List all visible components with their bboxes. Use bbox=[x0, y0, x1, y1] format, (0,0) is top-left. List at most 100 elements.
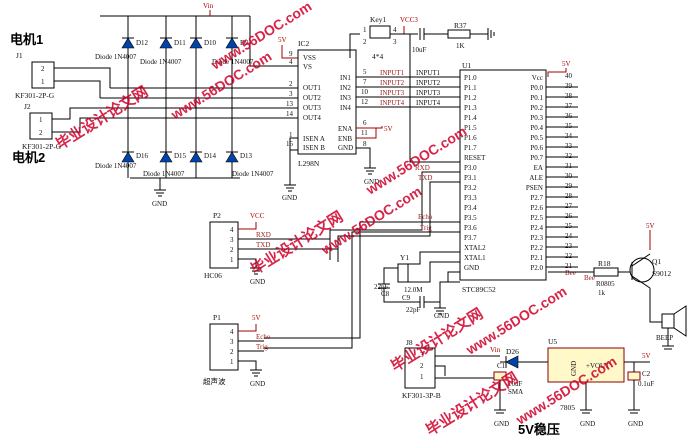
u1-right-pin: P0.3 bbox=[530, 114, 543, 122]
r18-resistor bbox=[593, 267, 619, 277]
svg-text:1: 1 bbox=[230, 256, 234, 264]
j2-ref: J2 bbox=[24, 102, 31, 111]
p2-ref: P2 bbox=[213, 211, 221, 220]
j2-connector bbox=[29, 112, 53, 140]
svg-text:9: 9 bbox=[289, 50, 293, 58]
svg-text:Echo: Echo bbox=[256, 333, 271, 341]
svg-text:VCC3: VCC3 bbox=[400, 16, 418, 24]
svg-text:2: 2 bbox=[289, 80, 293, 88]
u1-left-pin: P1.6 bbox=[464, 134, 477, 142]
u1-right-pin: P2.5 bbox=[530, 214, 543, 222]
bottom-diode-row: D16 D15 D14 D13 Diode 1N4007 Diode 1N400… bbox=[95, 88, 274, 178]
u1-right-pin: P0.2 bbox=[530, 104, 543, 112]
svg-text:GND: GND bbox=[580, 420, 595, 428]
svg-text:OUT4: OUT4 bbox=[303, 114, 321, 122]
svg-text:1: 1 bbox=[41, 78, 45, 86]
u1-right-pin: P2.2 bbox=[530, 244, 543, 252]
key1-switch[interactable] bbox=[369, 25, 391, 39]
motor1-title: 电机1 bbox=[10, 32, 43, 47]
u5-part: 7805 bbox=[560, 403, 575, 412]
u1-right-pin-number: 27 bbox=[565, 202, 573, 210]
svg-text:INPUT4: INPUT4 bbox=[380, 99, 405, 107]
svg-text:12.0M: 12.0M bbox=[404, 286, 423, 294]
u1-right-pin-number: 21 bbox=[565, 262, 573, 270]
svg-text:14: 14 bbox=[286, 110, 294, 118]
svg-text:1: 1 bbox=[230, 358, 234, 366]
u1-left-pin: P1.5 bbox=[464, 124, 477, 132]
diode-d16-icon bbox=[121, 151, 135, 163]
svg-text:D15: D15 bbox=[174, 152, 187, 160]
svg-text:INPUT1: INPUT1 bbox=[380, 69, 405, 77]
svg-text:5V: 5V bbox=[384, 125, 393, 133]
svg-text:VS: VS bbox=[303, 63, 312, 71]
u1-left-pin: P1.3 bbox=[464, 104, 477, 112]
svg-text:5V: 5V bbox=[562, 60, 571, 68]
svg-text:D12: D12 bbox=[136, 39, 149, 47]
u5-ref: U5 bbox=[548, 337, 557, 346]
svg-text:11: 11 bbox=[361, 129, 368, 137]
diode-d12-icon bbox=[121, 37, 135, 49]
u1-left-pin: XTAL2 bbox=[464, 244, 486, 252]
u1-right-pin: P2.7 bbox=[530, 194, 543, 202]
j2-type: KF301-2P-G bbox=[22, 142, 62, 151]
ic2-part: L298N bbox=[298, 159, 320, 168]
svg-text:BEEP: BEEP bbox=[656, 334, 673, 342]
u1-right-pin: P2.6 bbox=[530, 204, 543, 212]
svg-text:ISEN A: ISEN A bbox=[303, 135, 325, 143]
u1-left-pin: P3.1 bbox=[464, 174, 477, 182]
p1-ultrasonic-connector bbox=[209, 323, 239, 371]
svg-text:4: 4 bbox=[230, 328, 234, 336]
u1-left-pin: P3.7 bbox=[464, 234, 477, 242]
svg-text:D11: D11 bbox=[174, 39, 186, 47]
u1-right-pin: P0.1 bbox=[530, 94, 543, 102]
u1-left-pin: P1.2 bbox=[464, 94, 477, 102]
svg-text:1K: 1K bbox=[456, 42, 465, 50]
svg-text:22pF: 22pF bbox=[374, 283, 389, 291]
svg-text:3: 3 bbox=[230, 338, 234, 346]
u1-right-pin-number: 40 bbox=[565, 72, 573, 80]
key1-ref: Key1 bbox=[370, 15, 386, 24]
svg-text:5V: 5V bbox=[642, 352, 651, 360]
svg-text:8: 8 bbox=[363, 140, 367, 148]
u1-right-pin: P2.4 bbox=[530, 224, 543, 232]
c2-capacitor bbox=[627, 371, 641, 381]
svg-text:Bee: Bee bbox=[584, 274, 595, 282]
u1-left-pin: P3.2 bbox=[464, 184, 477, 192]
svg-text:2: 2 bbox=[230, 348, 234, 356]
svg-text:IN3: IN3 bbox=[340, 94, 351, 102]
svg-text:10uF: 10uF bbox=[508, 380, 523, 388]
u1-left-pin: P1.1 bbox=[464, 84, 477, 92]
svg-text:D9: D9 bbox=[240, 39, 249, 47]
svg-text:2: 2 bbox=[363, 38, 367, 46]
svg-text:INPUT4: INPUT4 bbox=[416, 99, 441, 107]
u1-right-pin: EA bbox=[534, 164, 543, 172]
svg-text:12: 12 bbox=[361, 98, 369, 106]
svg-text:RXD: RXD bbox=[256, 231, 271, 239]
svg-text:Trig: Trig bbox=[256, 343, 268, 351]
svg-text:Diode 1N4007: Diode 1N4007 bbox=[143, 170, 185, 178]
p2-hc06-connector bbox=[209, 221, 239, 269]
svg-text:GND: GND bbox=[434, 312, 449, 320]
svg-text:C2: C2 bbox=[642, 370, 651, 378]
svg-text:GND: GND bbox=[152, 200, 167, 208]
svg-text:ISEN B: ISEN B bbox=[303, 144, 325, 152]
svg-text:1k: 1k bbox=[598, 289, 606, 297]
svg-text:GND: GND bbox=[570, 361, 578, 376]
svg-text:RXD: RXD bbox=[415, 164, 430, 172]
svg-text:GND: GND bbox=[250, 278, 265, 286]
svg-text:GND: GND bbox=[282, 194, 297, 202]
svg-text:0.1uF: 0.1uF bbox=[638, 380, 654, 388]
diode-d15-icon bbox=[159, 151, 173, 163]
u1-left-pin: P1.4 bbox=[464, 114, 477, 122]
svg-text:4: 4 bbox=[230, 226, 234, 234]
svg-text:C9: C9 bbox=[402, 294, 411, 302]
svg-text:Diode 1N4007: Diode 1N4007 bbox=[95, 162, 137, 170]
u1-right-pin-number: 37 bbox=[565, 102, 573, 110]
ic2-l298n-chip bbox=[297, 49, 357, 155]
svg-text:+VOUT: +VOUT bbox=[586, 362, 610, 370]
u1-part: STC89C52 bbox=[462, 285, 496, 294]
j8-connector bbox=[404, 347, 436, 389]
svg-text:1: 1 bbox=[420, 373, 424, 381]
svg-text:ENA: ENA bbox=[338, 125, 352, 133]
